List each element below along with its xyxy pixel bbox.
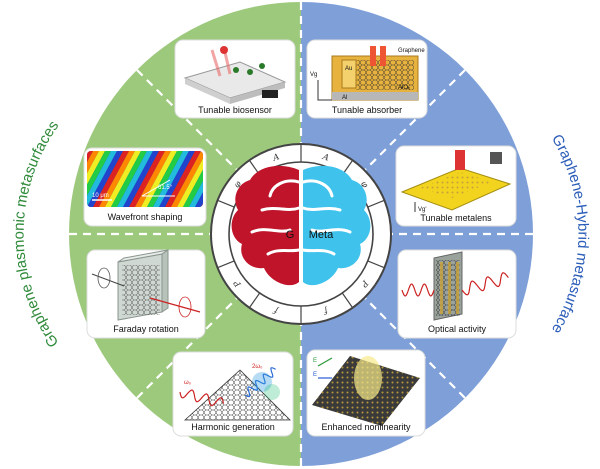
panel-label-tunable-biosensor: Tunable biosensor <box>198 105 272 115</box>
nonlinearity-field-label-2: E <box>313 372 317 378</box>
wavefront-stripe <box>153 151 189 207</box>
wavefront-stripe <box>87 151 105 207</box>
absorber-label-vg: Vg <box>310 72 317 78</box>
ring-divider <box>367 260 385 269</box>
wavefront-stripe <box>99 151 135 207</box>
brain: G Meta <box>231 165 371 286</box>
nonlinearity-illustration <box>312 356 420 426</box>
panel-harmonic-generation: ω₀ 2ω₀ Harmonic generation <box>172 351 294 437</box>
ring-label-left-0: A <box>271 152 281 164</box>
panel-enhanced-nonlinearity: E E Enhanced nonlinearity <box>306 349 426 437</box>
optical-activity-illustration <box>401 251 509 321</box>
faraday-illustration <box>91 249 201 321</box>
brain-label-right: Meta <box>309 229 334 241</box>
wavefront-stripe <box>111 151 147 207</box>
wavefront-scale-label: 10 μm <box>92 193 109 199</box>
right-section-title: Graphene-Hybrid metasurface <box>548 131 591 336</box>
absorber-label-graphene: Graphene <box>398 48 425 54</box>
brain-left-hemisphere <box>231 165 301 286</box>
panel-label-faraday-rotation: Faraday rotation <box>113 324 179 334</box>
ring-label-left-3: f <box>271 304 280 315</box>
metalens-label-vg: Vg' <box>418 207 426 213</box>
panel-label-optical-activity: Optical activity <box>428 324 487 334</box>
wavefront-angle-label: 61.5° <box>158 185 173 191</box>
wavefront-stripe <box>87 151 99 207</box>
nonlinearity-field-label: E <box>313 358 317 364</box>
panel-label-wavefront-shaping: Wavefront shaping <box>108 212 183 222</box>
absorber-illustration <box>317 46 419 101</box>
wavefront-stripe <box>147 151 183 207</box>
wavefront-stripe <box>87 151 111 207</box>
wavefront-stripe <box>159 151 195 207</box>
panel-optical-activity: Optical activity <box>397 249 517 339</box>
ring-label-right-1: φ <box>358 179 370 190</box>
brain-right-hemisphere <box>301 165 371 286</box>
wavefront-stripe <box>135 151 171 207</box>
wavefront-stripe <box>129 151 165 207</box>
metalens-illustration <box>400 150 512 212</box>
panel-wavefront-shaping: 10 μm 61.5° Wavefront shaping <box>39 147 207 227</box>
wavefront-stripe <box>105 151 141 207</box>
wavefront-stripe <box>93 151 129 207</box>
wavefront-stripe <box>123 151 159 207</box>
harmonic-omega-label: ω₀ <box>184 380 192 386</box>
absorber-label-alox: AlOₓ <box>398 85 410 91</box>
ring-divider <box>367 199 385 208</box>
wavefront-stripe <box>39 151 75 207</box>
ring-label-right-3: f <box>321 305 330 316</box>
brain-label-left: G <box>286 229 295 241</box>
panel-tunable-absorber: Graphene Au AlOₓ Al Vg Tunable absorber <box>306 39 428 119</box>
dashed-spokes <box>69 2 533 466</box>
ring-label-right-0: A <box>320 152 330 164</box>
ring-divider <box>217 199 235 208</box>
left-section-title: Graphene plasmonic metasurfaces <box>11 118 63 351</box>
wavefront-illustration <box>39 151 203 207</box>
ring-label-left-2: P <box>232 278 244 290</box>
wavefront-stripe <box>171 151 203 207</box>
ring-label-right-2: P <box>358 277 370 289</box>
wavefront-stripe <box>177 151 203 207</box>
absorber-label-au: Au <box>345 66 352 72</box>
ring-label-left-1: φ <box>232 179 244 190</box>
panel-label-tunable-absorber: Tunable absorber <box>332 105 402 115</box>
panel-tunable-metalens: Vg' Tunable metalens <box>395 145 517 227</box>
ring-divider <box>217 260 235 269</box>
wavefront-stripe <box>87 151 117 207</box>
panel-tunable-biosensor: Tunable biosensor <box>174 39 296 119</box>
ring-divider <box>341 292 354 309</box>
wavefront-stripe <box>141 151 177 207</box>
wavefront-stripe <box>183 151 203 207</box>
absorber-label-al: Al <box>342 95 347 101</box>
panel-faraday-rotation: Faraday rotation <box>86 249 206 339</box>
ring-divider <box>248 292 261 309</box>
harmonic-2omega-label: 2ω₀ <box>252 364 263 370</box>
panel-label-enhanced-nonlinearity: Enhanced nonlinearity <box>321 422 411 432</box>
biosensor-illustration <box>183 46 287 104</box>
harmonic-illustration <box>179 367 291 421</box>
panel-label-harmonic-generation: Harmonic generation <box>191 422 275 432</box>
wavefront-stripe <box>165 151 201 207</box>
wavefront-stripe <box>189 151 203 207</box>
wavefront-stripe <box>87 151 123 207</box>
wavefront-stripe <box>117 151 153 207</box>
panel-label-tunable-metalens: Tunable metalens <box>420 213 492 223</box>
